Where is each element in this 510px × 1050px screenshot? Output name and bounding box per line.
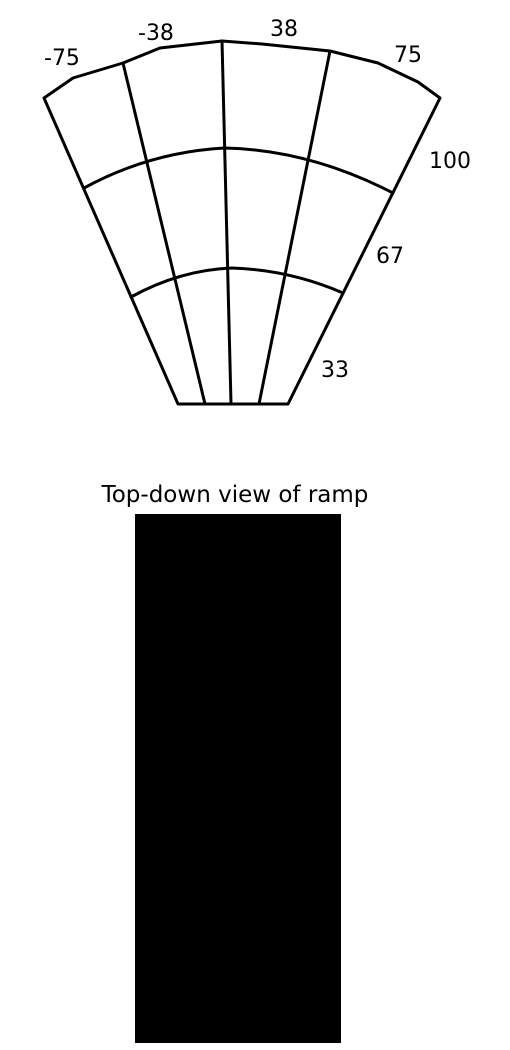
ramp-top-down-rectangle (135, 514, 341, 1043)
range-label-100: 100 (429, 149, 471, 174)
angle-label-plus-75: 75 (394, 43, 422, 68)
range-label-67: 67 (376, 244, 404, 269)
fan-ring-33 (129, 266, 345, 299)
angle-label-minus-38: -38 (138, 21, 174, 46)
fan-spoke-minus-38 (121, 61, 207, 406)
fan-outer-outline (42, 39, 442, 406)
angle-label-plus-38: 38 (270, 17, 298, 42)
angle-label-minus-75: -75 (44, 46, 80, 71)
fan-grid-diagram: -75 -38 38 75 100 67 33 (42, 17, 471, 406)
ramp-view-title: Top-down view of ramp (101, 482, 369, 508)
fan-ring-67 (82, 146, 395, 195)
range-label-33: 33 (321, 358, 349, 383)
fan-spoke-plus-38 (257, 49, 332, 406)
fan-spoke-center (220, 39, 233, 406)
